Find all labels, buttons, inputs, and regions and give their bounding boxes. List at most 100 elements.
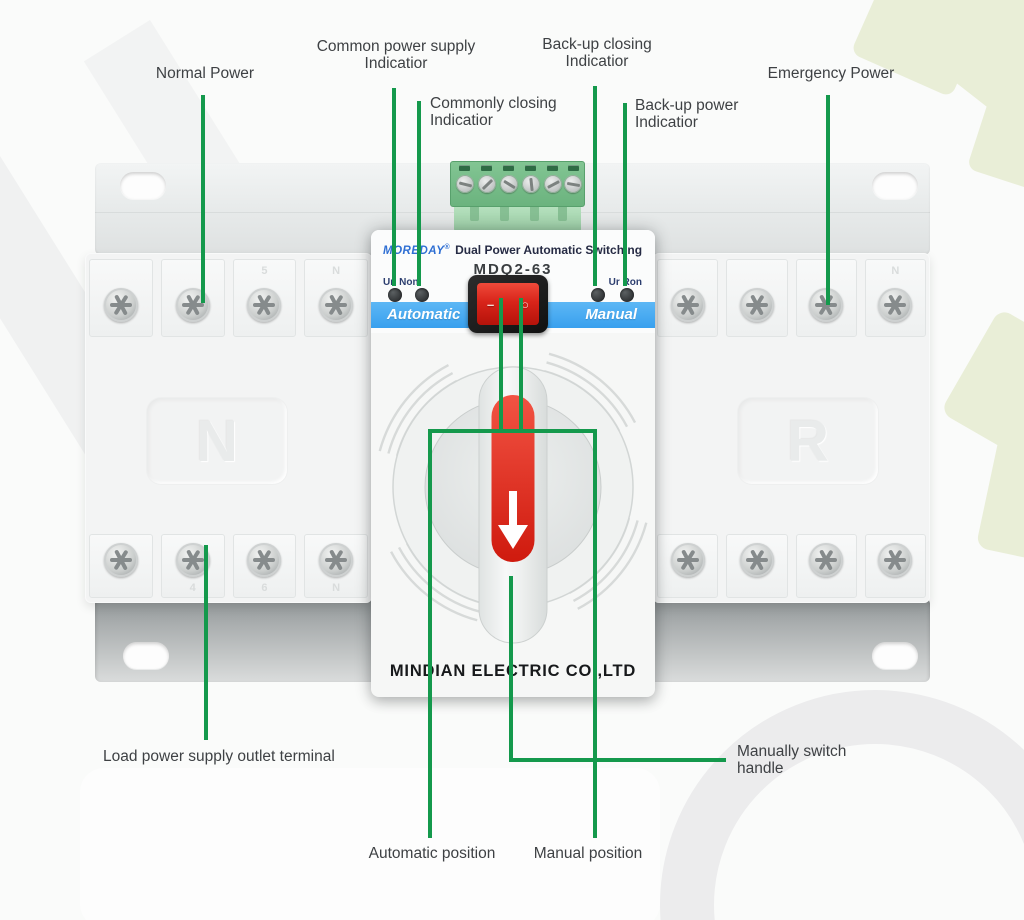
indicator-led-common-closing: [415, 288, 429, 302]
mounting-hole: [872, 172, 918, 199]
output-terminal-row-left: 4 6 N: [89, 534, 368, 598]
indicator-led-backup-supply: [620, 288, 634, 302]
mounting-hole: [123, 642, 169, 669]
connector-base: [454, 207, 581, 232]
connector-slot: [547, 165, 558, 171]
terminal-screw-icon: [247, 543, 282, 577]
terminal-cell: N: [304, 259, 368, 337]
watermark-shape: [80, 768, 660, 920]
leader-rocker-manual-stub: [519, 298, 523, 433]
rocker-on-symbol: –: [487, 296, 495, 312]
leader-emergency-power: [826, 95, 830, 305]
rocker-off-symbol: ○: [521, 296, 529, 312]
connector-screw-icon: [564, 175, 582, 193]
terminal-screw-icon: [175, 543, 210, 577]
mode-rocker-switch: – ○: [468, 275, 548, 333]
connector-screw-icon: [522, 175, 540, 193]
connector-screw-icon: [478, 175, 496, 193]
callout-common-power-supply: Common power supply Indicatior: [316, 38, 476, 72]
terminal-mark: 4: [189, 582, 196, 594]
terminal-cell: 6: [232, 534, 297, 598]
leader-rocker-auto-stub: [499, 298, 503, 433]
leader-backup-closing: [593, 86, 597, 286]
registered-mark: ®: [444, 244, 451, 252]
mode-label-manual: Manual: [585, 306, 637, 323]
terminal-cell: [160, 259, 225, 337]
emergency-power-section: N R: [653, 253, 930, 603]
terminal-cell: 5: [232, 259, 297, 337]
mounting-hole: [120, 172, 166, 199]
callout-load-terminal: Load power supply outlet terminal: [103, 748, 335, 765]
connector-leg: [530, 207, 539, 221]
callout-automatic-position: Automatic position: [368, 845, 496, 862]
terminal-cell: [657, 534, 719, 598]
callout-manual-position: Manual position: [533, 845, 643, 862]
watermark-shape: [966, 82, 1024, 200]
connector-leg: [500, 207, 509, 221]
indicator-led-common-supply: [388, 288, 402, 302]
leader-normal-power: [201, 95, 205, 303]
terminal-screw-icon: [670, 288, 705, 322]
terminal-mark: N: [332, 582, 341, 594]
leader-automatic-position: [428, 429, 432, 838]
model-number: MDQ2-63: [473, 261, 553, 278]
leader-handle-horizontal: [509, 758, 726, 762]
pole-letter-left: N: [147, 398, 287, 484]
terminal-cell: N: [304, 534, 368, 598]
connector-screw-icon: [544, 175, 562, 193]
callout-commonly-closing: Commonly closing Indicatior: [430, 95, 557, 129]
connector-slot: [459, 165, 470, 171]
connector-leg: [470, 207, 479, 221]
output-terminal-row-right: [657, 534, 926, 598]
terminal-cell: [726, 534, 788, 598]
terminal-screw-icon: [739, 543, 774, 577]
input-terminal-row-right: N: [657, 259, 926, 337]
indicator-led-backup-closing: [591, 288, 605, 302]
terminal-mark: 5: [261, 265, 268, 277]
panel-title: Dual Power Automatic Switching: [455, 243, 643, 257]
terminal-screw-icon: [739, 288, 774, 322]
watermark-shape: [975, 419, 1024, 571]
terminal-cell: [89, 534, 153, 598]
terminal-screw-icon: [809, 543, 844, 577]
callout-emergency-power: Emergency Power: [767, 65, 895, 82]
terminal-mark: N: [332, 265, 341, 277]
terminal-mark: N: [891, 265, 900, 277]
terminal-cell: 4: [160, 534, 225, 598]
company-name: MINDIAN ELECTRIC CO.,LTD: [389, 662, 637, 680]
leader-position-crossbar: [428, 429, 597, 433]
terminal-cell: [726, 259, 788, 337]
connector-slot: [525, 165, 536, 171]
terminal-mark: 6: [261, 582, 268, 594]
terminal-cell: [89, 259, 153, 337]
terminal-screw-icon: [319, 288, 354, 322]
leader-load-terminal: [204, 545, 208, 740]
leader-common-power-supply: [392, 88, 396, 286]
leader-handle-vertical: [509, 576, 513, 762]
terminal-screw-icon: [103, 288, 138, 322]
connector-screw-icon: [500, 175, 518, 193]
watermark-ring: [660, 690, 1024, 920]
connector-slot: [503, 165, 514, 171]
connector-slot: [481, 165, 492, 171]
connector-leg: [558, 207, 567, 221]
terminal-screw-icon: [878, 543, 913, 577]
normal-power-section: 5 N N 4 6 N: [85, 253, 372, 603]
rocker-actuator: – ○: [477, 283, 539, 325]
callout-backup-closing: Back-up closing Indicatior: [542, 36, 652, 70]
terminal-screw-icon: [878, 288, 913, 322]
terminal-cell: [657, 259, 719, 337]
mode-label-automatic: Automatic: [387, 306, 461, 323]
leader-commonly-closing: [417, 101, 421, 286]
switch-center-module: MOREDAY® Dual Power Automatic Switching …: [371, 230, 655, 697]
callout-normal-power: Normal Power: [155, 65, 255, 82]
brand-logo: MOREDAY®: [383, 244, 451, 257]
connector-slot: [568, 165, 579, 171]
terminal-screw-icon: [247, 288, 282, 322]
terminal-cell: N: [864, 259, 926, 337]
input-terminal-row-left: 5 N: [89, 259, 368, 337]
leader-backup-power: [623, 103, 627, 286]
terminal-cell: [795, 534, 857, 598]
pole-letter-right: R: [738, 398, 878, 484]
